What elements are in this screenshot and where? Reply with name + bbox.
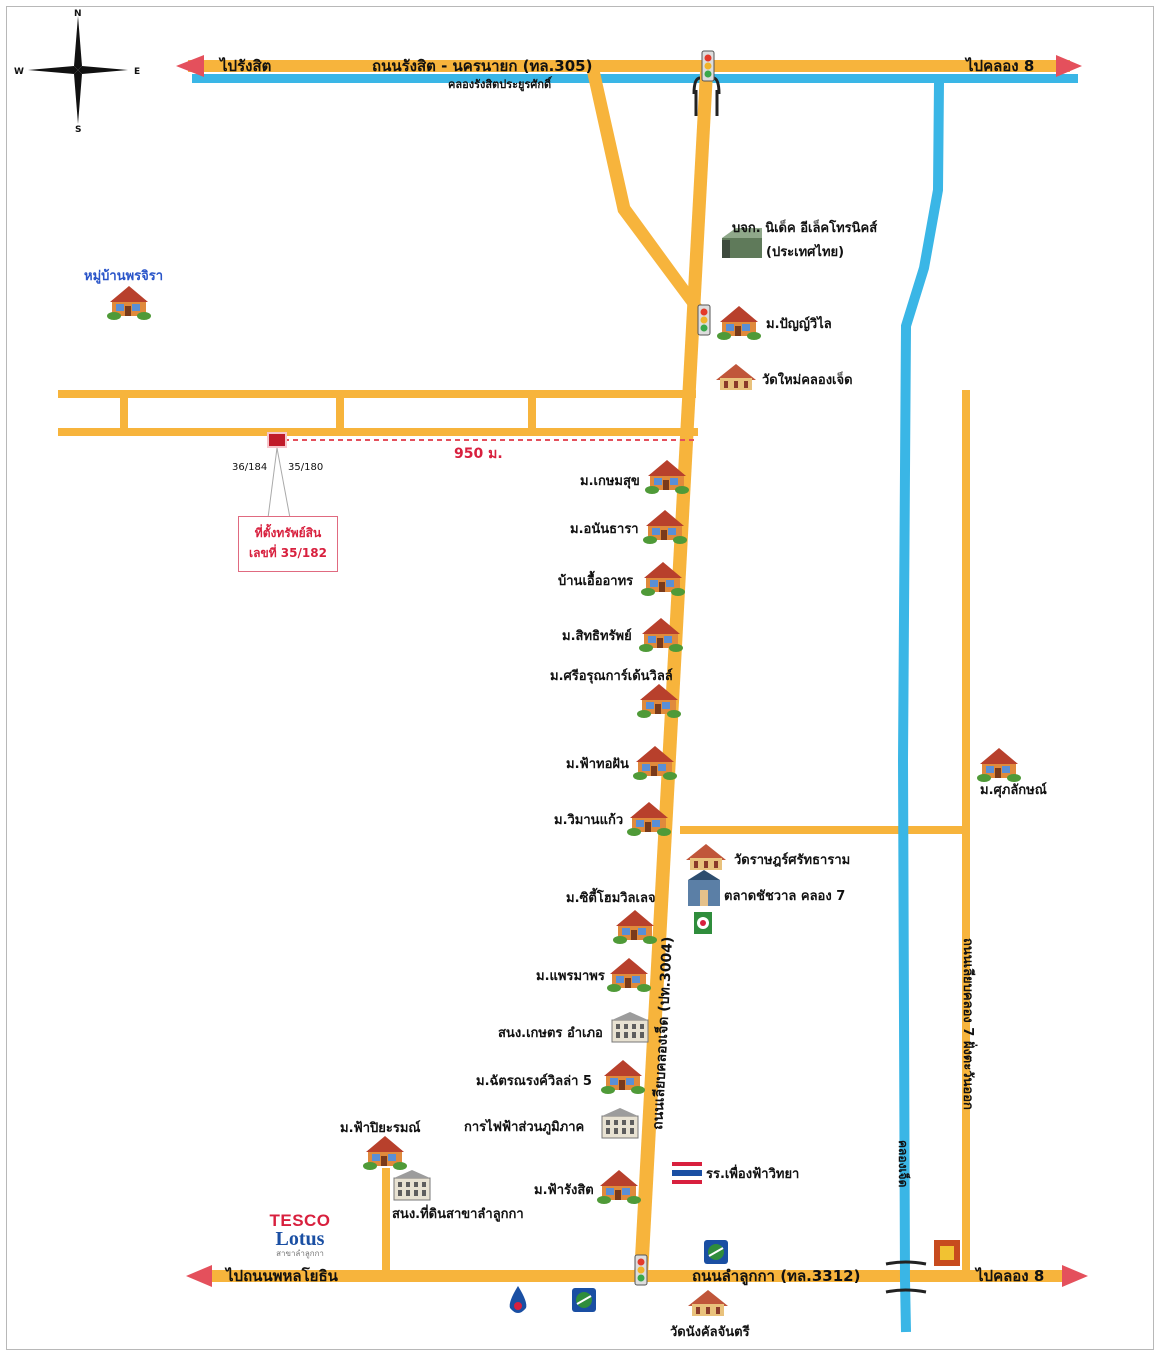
label-m-fahthong: ม.ฟ้าทอฝัน [566,756,629,772]
main-vertical-road [634,72,713,1276]
label-village-phonjira: หมู่บ้านพรจิรา [84,268,163,284]
cross-road [680,826,970,834]
label-to-phahonyothin: ไปถนนพหลโยธิน [224,1266,339,1285]
side-road-1 [58,390,696,398]
label-top-highway: ถนนรังสิต - นครนายก (ทล.305) [372,57,592,75]
tesco-branch: สาขาลำลูกกา [276,1249,324,1258]
office-building-icon [611,1011,649,1043]
label-right-vertical-road: ถนนเลียบคลอง 7 ฝั่งตะวันออก [960,938,978,1110]
house-icon [613,910,657,944]
compass-w: W [14,67,24,77]
house-icon [363,1136,407,1170]
label-vertical-canal: คลองเจ็ด [896,1140,911,1188]
label-to-khlong8-bottom: ไปคลอง 8 [974,1266,1044,1285]
label-m-ananthara: ม.อนันธารา [570,522,639,537]
label-pea: การไฟฟ้าส่วนภูมิภาค [464,1118,584,1135]
label-m-kasemsuk: ม.เกษมสุข [580,474,640,489]
asset-line-2: เลขที่ 35/182 [249,546,327,560]
house-icon [717,306,761,340]
traffic-light-icon [634,1254,648,1286]
top-highway [188,60,1070,72]
ptt-icon [572,1288,596,1312]
label-to-rangsit: ไปรังสิต [218,56,271,75]
police-badge-icon [934,1240,960,1266]
arrow-west-top [176,55,204,77]
diagonal-road [587,72,710,322]
asset-marker [267,432,287,448]
house-icon [597,1170,641,1204]
label-m-wimankaew: ม.วิมานแก้ว [554,812,623,828]
fuel-drop-icon [509,1286,527,1313]
label-baan-uea: บ้านเอื้ออาทร [558,570,633,589]
compass-e: E [134,67,140,77]
roads [58,60,1078,1282]
traffic-light-icon [701,50,715,82]
label-bottom-highway: ถนนลำลูกกา (ทล.3312) [692,1267,860,1286]
gas-station-icon [694,912,712,934]
plot-left: 36/184 [232,462,267,473]
distance-label: 950 ม. [454,446,503,462]
label-agri-office: สนง.เกษตร อำเภอ [498,1025,603,1041]
tesco-lotus-logo: TESCO Lotus สาขาลำลูกกา [262,1212,338,1264]
arrow-east-bottom [1062,1265,1088,1287]
label-wat-bottom: วัดนังคัลจันตรี [670,1324,750,1340]
house-icon [607,958,651,992]
house-icon [977,748,1021,782]
label-m-srirun: ม.ศรีอรุณการ์เด้นวิลล์ [550,668,673,684]
temple-icon [686,844,726,870]
label-m-faharangsit: ม.ฟ้ารังสิต [534,1182,594,1198]
market-icon [688,870,720,906]
label-m-praemaphon: ม.แพรมาพร [536,969,605,984]
label-wat-rat: วัดราษฎร์ศรัทธาราม [734,852,850,868]
traffic-light-icon [697,304,711,336]
tesco-brand: TESCO [269,1211,331,1230]
asset-callout: ที่ตั้งทรัพย์สิน เลขที่ 35/182 [238,516,338,572]
label-wat-mai: วัดใหม่คลองเจ็ด [762,370,853,388]
label-m-sitthisap: ม.สิทธิทรัพย์ [562,628,632,644]
label-company-1: บจก. นิเด็ค อีเล็คโทรนิคส์ [732,218,877,236]
label-company-2: (ประเทศไทย) [766,243,844,260]
temple-icon [716,364,756,390]
bridge-bottom [885,1260,927,1294]
tesco-name: Lotus [275,1228,325,1250]
compass-n: N [74,9,82,19]
arrow-west-bottom [186,1265,212,1287]
vertical-canal [897,81,944,1333]
label-land-office: สนง.ที่ดินสาขาลำลูกกา [392,1204,524,1222]
label-top-canal: คลองรังสิตประยูรศักดิ์ [448,76,553,92]
label-to-khlong8-top: ไปคลอง 8 [964,56,1034,75]
phiyarom-road [382,1168,390,1272]
house-icon [601,1060,645,1094]
arrow-east-top [1056,55,1082,77]
label-m-panyawilai: ม.ปัญญ์วิไล [766,315,832,332]
school-flag-icon [672,1162,702,1184]
plot-right: 35/180 [288,462,323,473]
side-road-2 [58,428,698,436]
office-building-icon [393,1169,431,1201]
house-icon [107,286,151,320]
asset-line-1: ที่ตั้งทรัพย์สิน [254,526,322,540]
label-school: รร.เพื่องฟ้าวิทยา [706,1164,799,1182]
temple-icon [688,1290,728,1316]
top-canal [192,74,1078,83]
factory-icon [722,228,762,258]
compass-s: S [75,125,81,135]
label-m-city: ม.ซิตี้โฮมวิลเลจ [566,887,656,906]
label-m-supalak: ม.ศุภลักษณ์ [980,782,1047,798]
label-market: ตลาดชัชวาล คลอง 7 [724,889,845,904]
ptt-icon [704,1240,728,1264]
map-frame [6,6,1154,1350]
compass-rose: N S W E [14,9,140,135]
office-building-icon [601,1107,639,1139]
road-arrows [176,55,1088,1287]
label-m-fahpiyarom: ม.ฟ้าปิยะรมณ์ [340,1120,420,1136]
label-m-chatron: ม.ฉัตรณรงค์วิลล่า 5 [476,1073,592,1089]
